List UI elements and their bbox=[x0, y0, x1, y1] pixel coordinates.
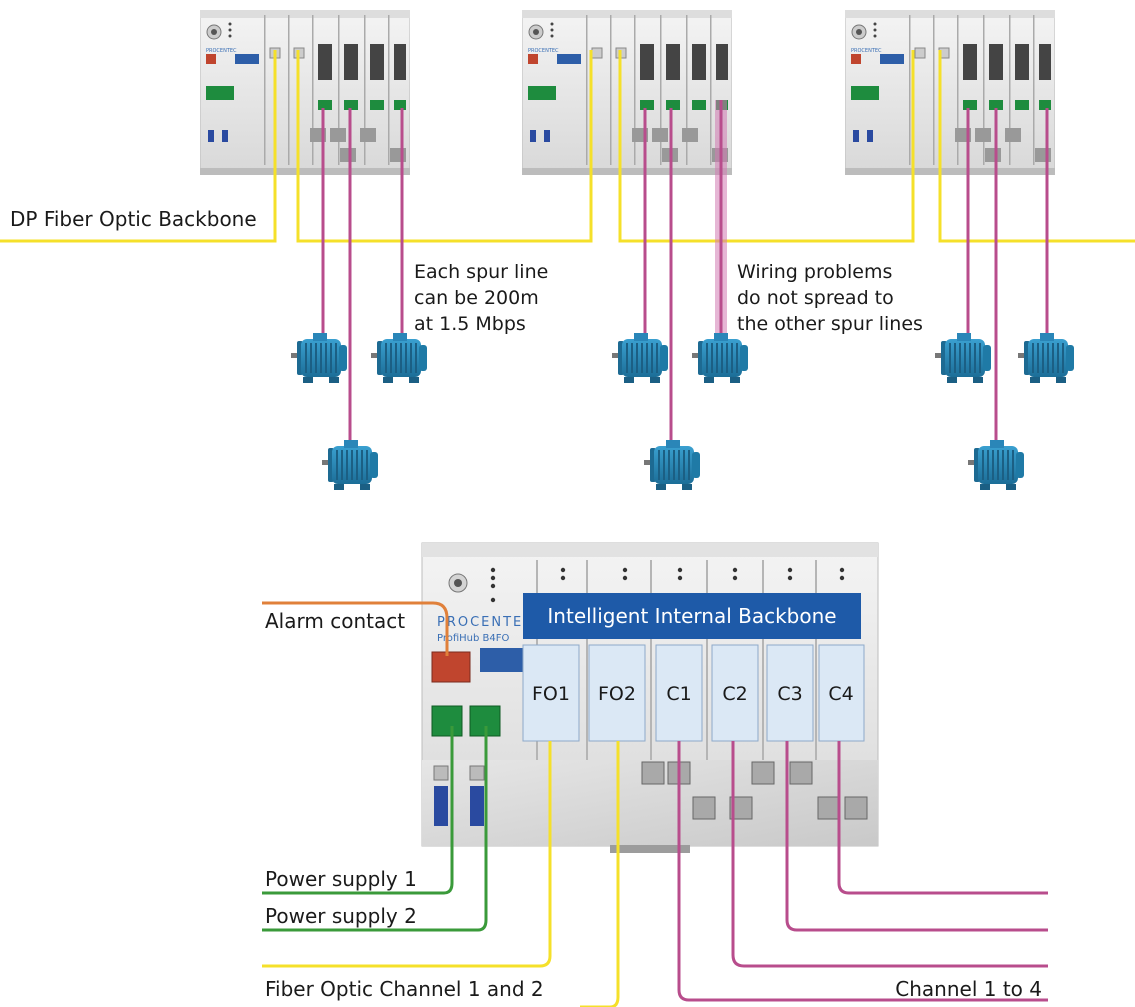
spur-lines-device-3 bbox=[966, 108, 1049, 460]
power-wire-2 bbox=[262, 726, 488, 932]
device-model: ProfiHub B4FO bbox=[437, 633, 510, 644]
banner-label: Intelligent Internal Backbone bbox=[547, 604, 836, 628]
internal-backbone-banner bbox=[523, 593, 861, 639]
power-connector-1 bbox=[431, 705, 463, 737]
slot-label-fo2: FO2 bbox=[598, 683, 636, 705]
slot-boxes bbox=[522, 644, 865, 742]
profihub-device-3 bbox=[845, 10, 1055, 175]
spur-lines-device-1 bbox=[321, 108, 404, 460]
motor-3c bbox=[968, 440, 1024, 490]
motor-1b bbox=[371, 333, 427, 383]
fiber-wire-fo1 bbox=[262, 741, 552, 968]
alarm-connector bbox=[431, 651, 471, 683]
slot-c3 bbox=[766, 644, 814, 742]
slot-c1 bbox=[655, 644, 703, 742]
motor-3b bbox=[1018, 333, 1074, 383]
profihub-device-1 bbox=[200, 10, 410, 175]
slot-c2 bbox=[711, 644, 759, 742]
profihub-device-2 bbox=[522, 10, 732, 175]
motor-1c bbox=[322, 440, 378, 490]
slot-label-c3: C3 bbox=[777, 683, 802, 705]
slot-label-c2: C2 bbox=[722, 683, 747, 705]
alarm-label: Alarm contact bbox=[265, 609, 405, 633]
wiring-note-line-1: Wiring problems bbox=[737, 261, 892, 283]
spur-note-line-1: Each spur line bbox=[414, 261, 548, 283]
power1-label: Power supply 1 bbox=[265, 867, 417, 891]
spur-lines-device-2 bbox=[643, 108, 673, 460]
power-wire-1 bbox=[262, 726, 454, 895]
alarm-wire bbox=[262, 601, 449, 656]
power2-label: Power supply 2 bbox=[265, 904, 417, 928]
fiber-channel-label: Fiber Optic Channel 1 and 2 bbox=[265, 977, 544, 1001]
slot-fo1 bbox=[522, 644, 580, 742]
slot-label-c1: C1 bbox=[666, 683, 691, 705]
slot-fo2 bbox=[588, 644, 646, 742]
slot-c4 bbox=[818, 644, 865, 742]
spur-note-line-2: can be 200m bbox=[414, 287, 539, 309]
backbone-fiber-line bbox=[0, 50, 1135, 243]
wiring-note-line-2: do not spread to bbox=[737, 287, 894, 309]
backbone-label: DP Fiber Optic Backbone bbox=[10, 207, 257, 231]
channel-label: Channel 1 to 4 bbox=[895, 977, 1042, 1001]
device-brand: PROCENTEC bbox=[437, 615, 534, 630]
motor-2a bbox=[612, 333, 668, 383]
slot-label-c4: C4 bbox=[828, 683, 853, 705]
motor-2c bbox=[644, 440, 700, 490]
motor-2b bbox=[692, 333, 748, 383]
motor-3a bbox=[935, 333, 991, 383]
spur-note-line-3: at 1.5 Mbps bbox=[414, 313, 526, 335]
channel-wires bbox=[677, 741, 1048, 1002]
slot-label-fo1: FO1 bbox=[532, 683, 570, 705]
wiring-note-line-3: the other spur lines bbox=[737, 313, 923, 335]
motor-1a bbox=[291, 333, 347, 383]
